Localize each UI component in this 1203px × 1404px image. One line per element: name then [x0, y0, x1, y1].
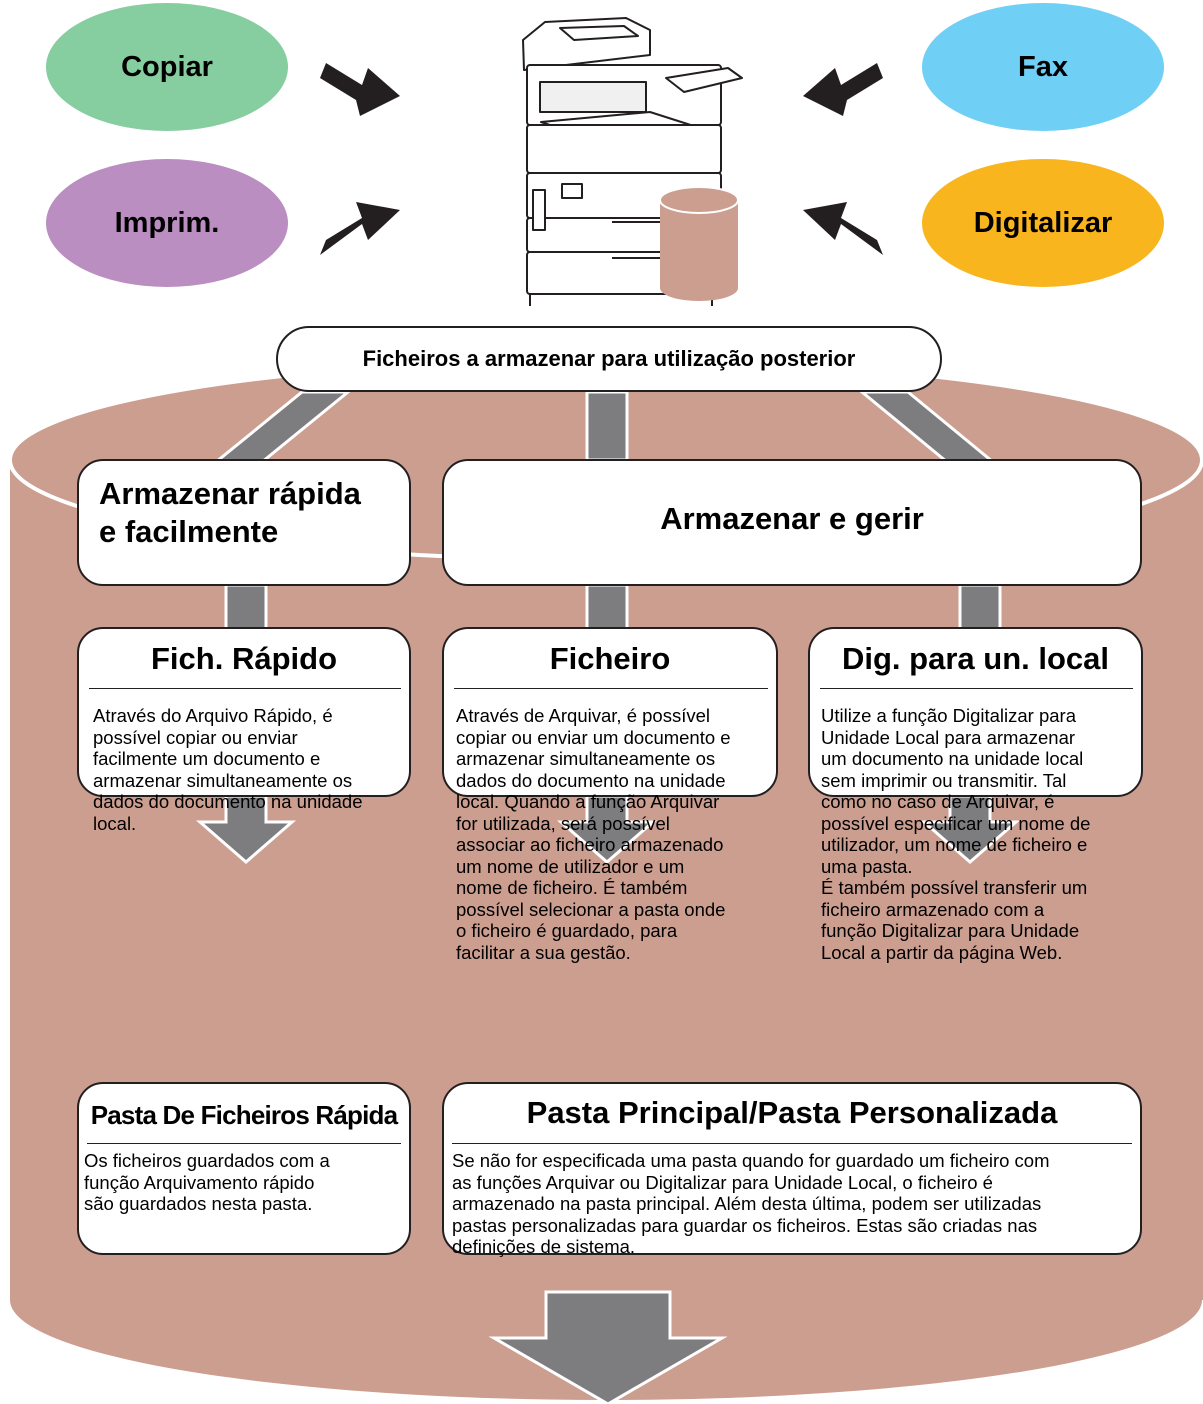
scan-local-title: Dig. para un. local — [842, 641, 1109, 676]
connectors — [195, 390, 1021, 1404]
arrow-imprim — [320, 202, 400, 255]
main-custom-folder-title: Pasta Principal/Pasta Personalizada — [526, 1095, 1058, 1130]
digitalizar-label: Digitalizar — [973, 206, 1113, 239]
storage-cylinder-icon — [659, 186, 739, 301]
quick-folder-divider — [87, 1143, 401, 1144]
file-text: Através de Arquivar, é possível copiar o… — [456, 705, 731, 963]
arrow-digitalizar — [803, 202, 883, 255]
header-text: Ficheiros a armazenar para utilização po… — [362, 346, 856, 371]
fax-ellipse — [922, 3, 1164, 131]
group-manage-title: Armazenar e gerir — [660, 501, 924, 536]
copiar-ellipse — [46, 3, 288, 131]
quick-folder-inner: Pasta De Ficheiros Rápida Os ficheiros g… — [77, 1082, 411, 1255]
file-box: Ficheiro Através de Arquivar, é possível… — [442, 627, 778, 963]
main-custom-folder-divider — [452, 1143, 1132, 1144]
file-content — [454, 688, 768, 689]
imprim-ellipse — [46, 159, 288, 287]
arrow-fax — [803, 63, 883, 116]
main-custom-folder-box — [442, 1082, 1142, 1255]
main-custom-folder-inner: Pasta Principal/Pasta Personalizada Se n… — [442, 1082, 1142, 1257]
imprim-label: Imprim. — [114, 206, 220, 239]
header-pill: Ficheiros a armazenar para utilização po… — [276, 326, 942, 392]
quick-folder-box — [77, 1082, 411, 1255]
group-quick-box: Armazenar rápida e facilmente — [77, 459, 411, 586]
quick-file-text: Através do Arquivo Rápido, é possível co… — [93, 705, 363, 834]
printer-icon — [522, 17, 743, 306]
fax-label: Fax — [1018, 50, 1068, 83]
group-manage-box: Armazenar e gerir — [442, 459, 1142, 586]
quick-folder-title: Pasta De Ficheiros Rápida — [90, 1100, 398, 1130]
digitalizar-ellipse — [922, 159, 1164, 287]
scan-local-content — [820, 688, 1133, 689]
file-title: Ficheiro — [549, 641, 671, 676]
scan-local-box: Dig. para un. local Utilize a função Dig… — [808, 627, 1143, 963]
quick-file-title: Fich. Rápido — [151, 641, 337, 676]
scan-local-text: Utilize a função Digitalizar para Unidad… — [821, 705, 1091, 963]
main-custom-folder-text: Se não for especificada uma pasta quando… — [452, 1150, 1050, 1257]
quick-file-box: Fich. Rápido Através do Arquivo Rápido, … — [77, 627, 411, 834]
quick-folder-text: Os ficheiros guardados com a função Arqu… — [84, 1150, 330, 1214]
group-quick-title: Armazenar rápida e facilmente — [99, 476, 361, 549]
copiar-label: Copiar — [121, 50, 213, 83]
arrow-copiar — [320, 63, 400, 116]
quick-file-content — [89, 688, 401, 689]
